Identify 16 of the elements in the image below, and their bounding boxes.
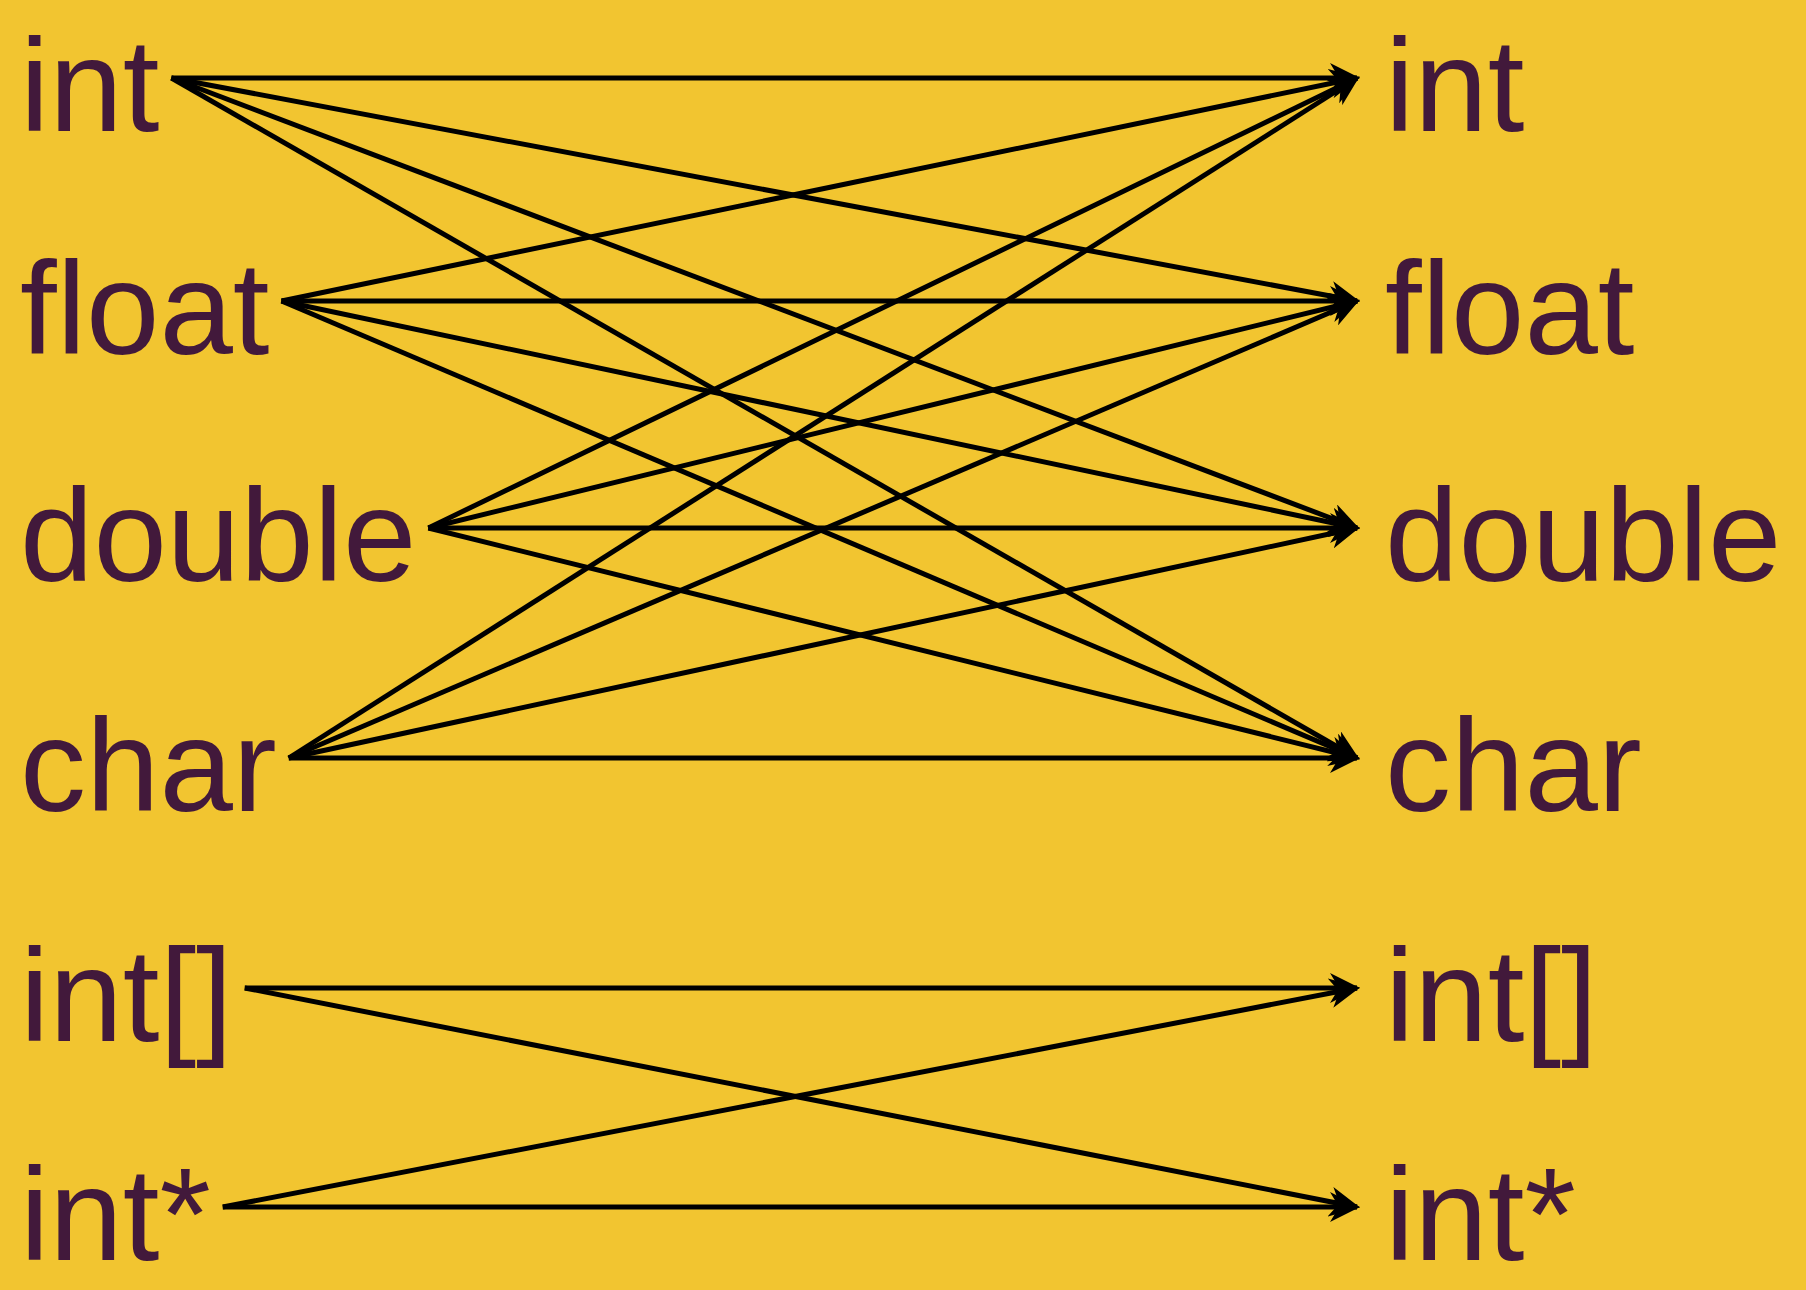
type-label: int [1385, 16, 1525, 156]
type-label: int* [1385, 1145, 1576, 1285]
type-label: double [20, 466, 417, 606]
arrow [428, 513, 1360, 543]
type-label: int [20, 16, 160, 156]
type-label: int* [20, 1145, 211, 1285]
type-label: double [1385, 466, 1782, 606]
type-label: int[] [20, 926, 233, 1066]
type-label: char [1385, 696, 1642, 836]
type-label: char [20, 696, 277, 836]
arrow [281, 298, 1360, 538]
type-label: int[] [1385, 926, 1598, 1066]
arrow [427, 525, 1360, 767]
type-label: float [1385, 239, 1635, 379]
type-label: float [20, 239, 270, 379]
arrow [222, 1192, 1360, 1222]
